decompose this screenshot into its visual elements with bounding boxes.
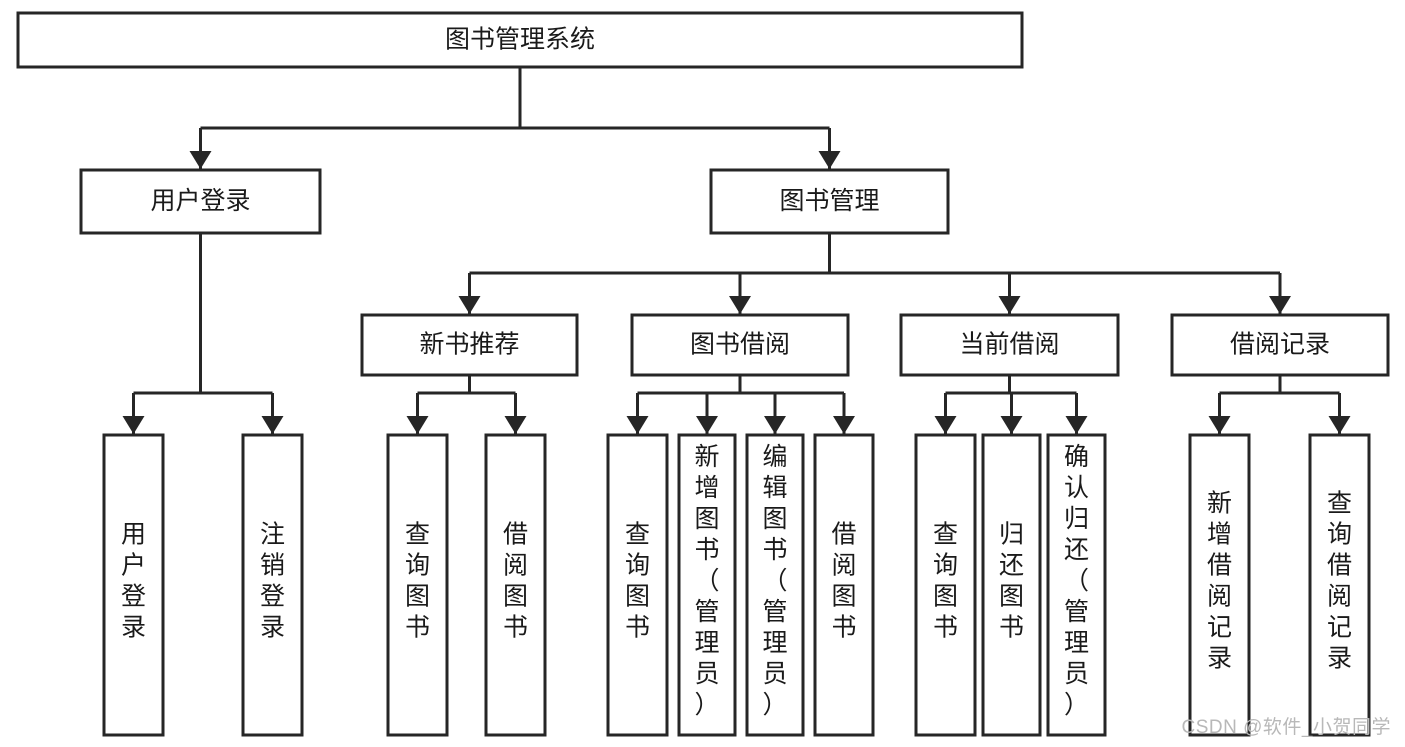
- node-box-leaf-borrow-book-recommend[interactable]: [484, 433, 547, 737]
- node-leaf-borrow-book[interactable]: 借阅图书: [813, 433, 875, 737]
- node-label-leaf-borrow-book-recommend: 借阅图书: [503, 521, 528, 642]
- node-box-book-borrow[interactable]: [630, 313, 850, 377]
- node-box-leaf-return-book[interactable]: [981, 433, 1042, 737]
- node-root[interactable]: 图书管理系统: [16, 11, 1024, 69]
- arrow-head-icon: [1208, 416, 1231, 434]
- node-label-leaf-confirm-return: 确认归还（管理员）: [1064, 443, 1089, 719]
- node-box-leaf-edit-book[interactable]: [745, 433, 805, 737]
- arrow-head-icon: [1065, 416, 1088, 434]
- arrow-head-icon: [626, 416, 649, 434]
- node-label-book-management: 图书管理: [779, 187, 879, 215]
- node-box-leaf-borrow-book[interactable]: [813, 433, 875, 737]
- node-box-leaf-query-book-current[interactable]: [914, 433, 977, 737]
- node-box-new-book-recommend[interactable]: [360, 313, 579, 377]
- node-book-management[interactable]: 图书管理: [709, 168, 950, 235]
- node-box-leaf-logout[interactable]: [241, 433, 304, 737]
- node-leaf-query-book-borrow[interactable]: 查询图书: [606, 433, 669, 737]
- node-leaf-logout[interactable]: 注销登录: [241, 433, 304, 737]
- node-label-leaf-edit-book: 编辑图书（管理员）: [762, 443, 787, 719]
- arrow-head-icon: [998, 296, 1021, 314]
- node-leaf-query-book-recommend[interactable]: 查询图书: [386, 433, 449, 737]
- node-current-borrow[interactable]: 当前借阅: [899, 313, 1120, 377]
- arrow-head-icon: [764, 416, 786, 434]
- arrow-head-icon: [934, 416, 957, 434]
- node-leaf-borrow-book-recommend[interactable]: 借阅图书: [484, 433, 547, 737]
- arrow-head-icon: [833, 416, 855, 434]
- node-leaf-confirm-return[interactable]: 确认归还（管理员）: [1046, 433, 1107, 737]
- node-label-borrow-record: 借阅记录: [1230, 331, 1330, 359]
- node-box-root[interactable]: [16, 11, 1024, 69]
- node-label-leaf-query-book-recommend: 查询图书: [405, 521, 430, 642]
- node-box-current-borrow[interactable]: [899, 313, 1120, 377]
- arrow-head-icon: [458, 296, 481, 314]
- node-leaf-add-book[interactable]: 新增图书（管理员）: [677, 433, 737, 737]
- node-box-leaf-add-borrow-record[interactable]: [1188, 433, 1251, 737]
- node-borrow-record[interactable]: 借阅记录: [1170, 313, 1390, 377]
- node-box-leaf-add-book[interactable]: [677, 433, 737, 737]
- node-box-leaf-query-borrow-record[interactable]: [1308, 433, 1371, 737]
- node-label-leaf-return-book: 归还图书: [999, 521, 1024, 642]
- arrow-head-icon: [189, 151, 212, 169]
- node-leaf-user-login[interactable]: 用户登录: [102, 433, 165, 737]
- node-label-leaf-add-borrow-record: 新增借阅记录: [1207, 490, 1232, 673]
- node-leaf-query-borrow-record[interactable]: 查询借阅记录: [1308, 433, 1371, 737]
- node-label-user-login: 用户登录: [150, 187, 250, 215]
- node-label-new-book-recommend: 新书推荐: [419, 331, 519, 359]
- node-leaf-edit-book[interactable]: 编辑图书（管理员）: [745, 433, 805, 737]
- csdn-watermark: CSDN @软件_小贺同学: [1181, 717, 1391, 738]
- node-label-leaf-query-book-borrow: 查询图书: [625, 521, 650, 642]
- node-box-leaf-query-book-recommend[interactable]: [386, 433, 449, 737]
- node-box-leaf-user-login[interactable]: [102, 433, 165, 737]
- node-new-book-recommend[interactable]: 新书推荐: [360, 313, 579, 377]
- node-box-book-management[interactable]: [709, 168, 950, 235]
- arrow-head-icon: [122, 416, 145, 434]
- node-leaf-return-book[interactable]: 归还图书: [981, 433, 1042, 737]
- node-layer: 图书管理系统用户登录图书管理新书推荐图书借阅当前借阅借阅记录用户登录注销登录查询…: [16, 11, 1390, 737]
- arrow-head-icon: [504, 416, 527, 434]
- node-label-leaf-logout: 注销登录: [260, 521, 285, 642]
- node-leaf-query-book-current[interactable]: 查询图书: [914, 433, 977, 737]
- arrow-head-icon: [1269, 296, 1291, 314]
- node-label-leaf-user-login: 用户登录: [121, 521, 146, 642]
- arrow-head-icon: [696, 416, 718, 434]
- arrow-head-icon: [729, 296, 751, 314]
- node-label-leaf-query-book-current: 查询图书: [933, 521, 958, 642]
- node-label-leaf-borrow-book: 借阅图书: [831, 521, 856, 642]
- arrow-head-icon: [406, 416, 429, 434]
- connector-layer: [122, 67, 1351, 434]
- node-label-leaf-query-borrow-record: 查询借阅记录: [1327, 490, 1352, 673]
- node-user-login[interactable]: 用户登录: [79, 168, 322, 235]
- arrow-head-icon: [818, 151, 841, 169]
- node-label-book-borrow: 图书借阅: [690, 331, 790, 359]
- node-leaf-add-borrow-record[interactable]: 新增借阅记录: [1188, 433, 1251, 737]
- arrow-head-icon: [261, 416, 284, 434]
- arrow-head-icon: [1000, 416, 1023, 434]
- node-box-borrow-record[interactable]: [1170, 313, 1390, 377]
- node-label-leaf-add-book: 新增图书（管理员）: [694, 443, 719, 719]
- node-box-leaf-confirm-return[interactable]: [1046, 433, 1107, 737]
- node-label-root: 图书管理系统: [445, 26, 595, 54]
- node-label-current-borrow: 当前借阅: [959, 331, 1059, 359]
- arrow-head-icon: [1328, 416, 1351, 434]
- node-box-leaf-query-book-borrow[interactable]: [606, 433, 669, 737]
- node-box-user-login[interactable]: [79, 168, 322, 235]
- node-book-borrow[interactable]: 图书借阅: [630, 313, 850, 377]
